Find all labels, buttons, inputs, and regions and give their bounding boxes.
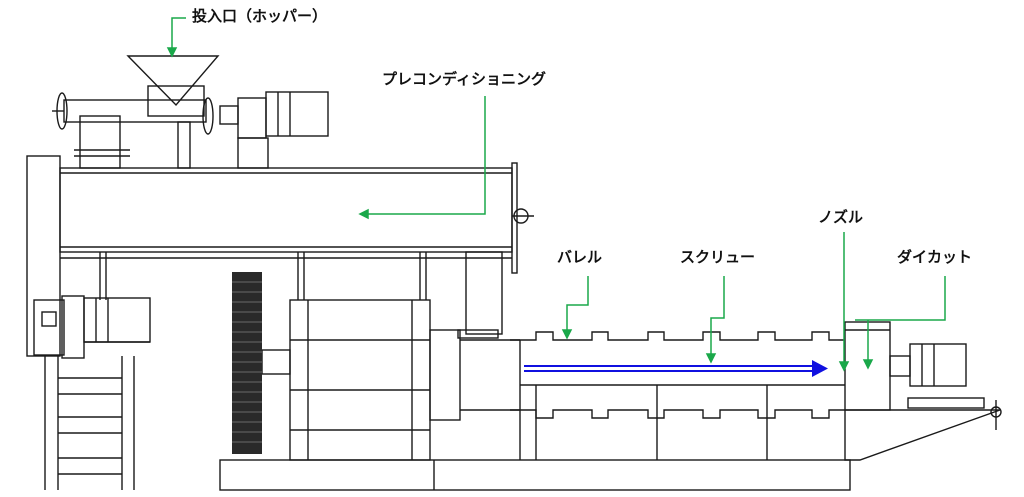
label-preconditioning: プレコンディショニング xyxy=(382,70,546,88)
leader-nozzle xyxy=(838,232,850,372)
leader-hopper xyxy=(166,17,186,58)
flow-arrow-icon xyxy=(524,360,828,377)
left-frame xyxy=(26,155,135,490)
label-die-cut: ダイカット xyxy=(897,248,973,266)
label-hopper: 投入口（ホッパー） xyxy=(192,7,328,25)
label-barrel: バレル xyxy=(557,248,603,266)
left-motor xyxy=(33,295,151,359)
leader-die-cut xyxy=(855,276,946,370)
preconditioner xyxy=(59,162,534,335)
barrel xyxy=(510,331,845,460)
leader-preconditioning xyxy=(358,96,486,220)
label-nozzle: ノズル xyxy=(818,208,864,226)
drive-pulley xyxy=(232,272,262,454)
gearbox xyxy=(261,299,520,461)
base-rail xyxy=(219,459,851,491)
feeder-assembly xyxy=(52,55,329,169)
label-screw: スクリュー xyxy=(680,248,756,266)
leader-barrel xyxy=(561,276,589,340)
leader-screw xyxy=(705,276,725,364)
